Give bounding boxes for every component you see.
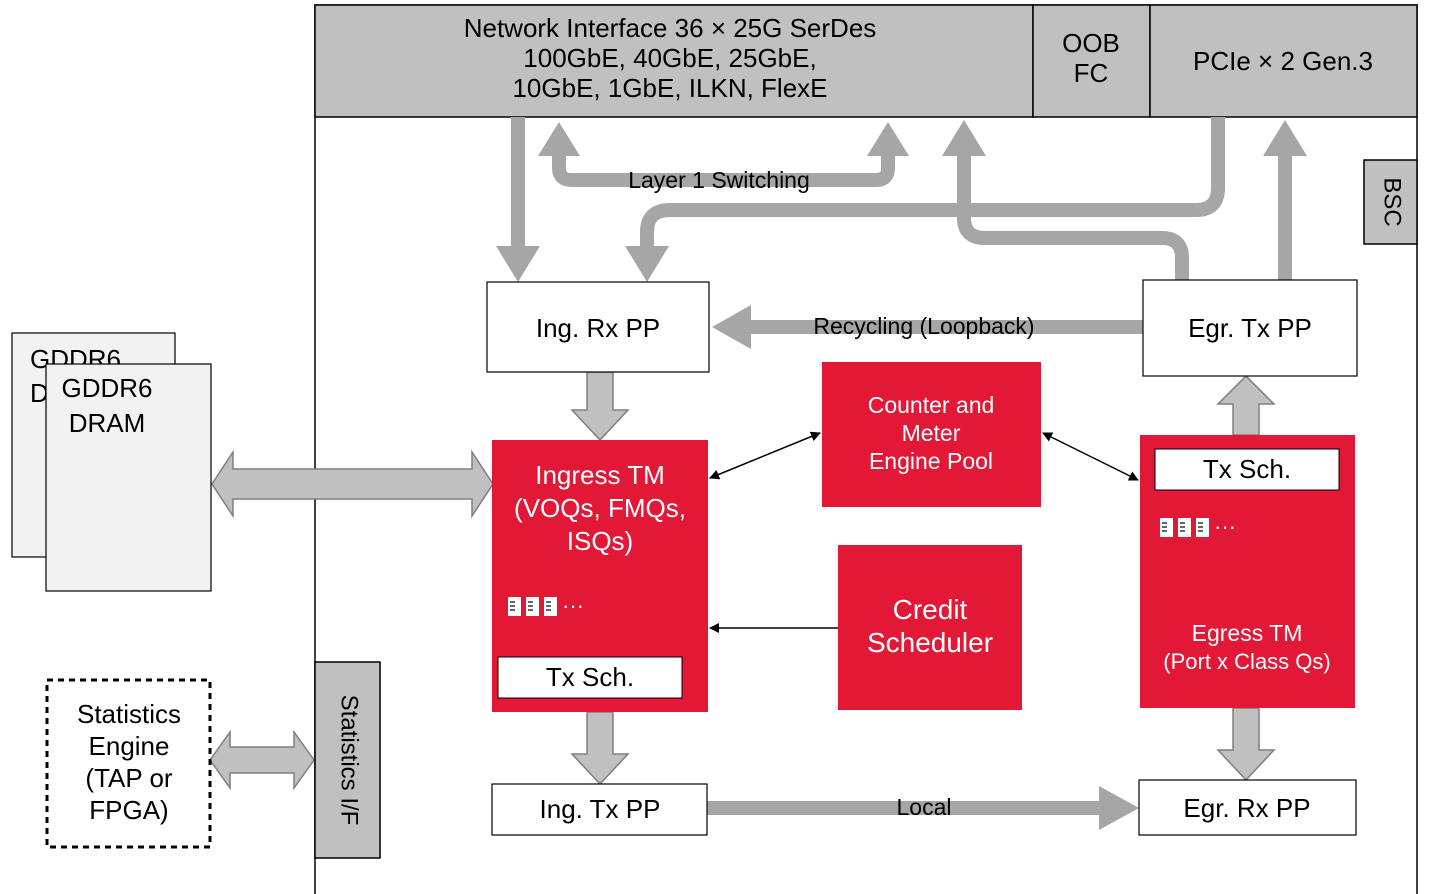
egresstm-to-egrrx-arrow — [1216, 707, 1276, 782]
egress-tx-sch-block — [1154, 448, 1340, 491]
egr-tx-pp-block — [1142, 279, 1358, 377]
pcie-to-ingrx-path — [640, 117, 1225, 250]
layer1-switching-label: Layer 1 Switching — [628, 167, 810, 193]
statistics-if-block — [314, 661, 381, 859]
pcie-label: PCIe × 2 Gen.3 — [1193, 46, 1373, 76]
layer1-right-head — [867, 122, 909, 156]
ingress-queue-ellipsis: ··· — [562, 593, 584, 618]
statistics-engine-line1: Statistics — [77, 699, 181, 729]
flow-arrowheads — [496, 120, 1307, 830]
ing-tx-pp-block — [491, 783, 708, 836]
egresstm-to-egrtx-arrow — [1216, 374, 1276, 436]
local-head — [1099, 786, 1139, 830]
credit-scheduler-line1: Credit — [893, 594, 968, 625]
ing-rx-pp-label: Ing. Rx PP — [536, 313, 660, 343]
egrtx-to-pcie-head — [1263, 120, 1307, 156]
gddr6-dram-front — [45, 363, 212, 592]
gddr6-front-line2: DRAM — [69, 408, 146, 438]
statistics-engine-line4: FPGA) — [89, 795, 168, 825]
counter-meter-line1: Counter and — [868, 392, 995, 418]
bsc-block — [1363, 159, 1418, 245]
layer1-switching-path — [552, 150, 895, 187]
ingress-tx-sch-label: Tx Sch. — [546, 662, 634, 692]
credit-scheduler-line2: Scheduler — [867, 627, 993, 658]
layer1-left-head — [538, 122, 580, 156]
ingresstm-to-ingtx-arrow — [570, 711, 630, 786]
statistics-if-label: Statistics I/F — [336, 695, 363, 826]
egrtx-to-oob-path — [957, 150, 1189, 280]
egress-tx-sch-label: Tx Sch. — [1203, 454, 1291, 484]
ingress-tm-line2: (VOQs, FMQs, — [514, 493, 686, 523]
local-label: Local — [897, 794, 952, 820]
network-interface-line2: 100GbE, 40GbE, 25GbE, — [523, 43, 816, 73]
ingress-tm-line1: Ingress TM — [535, 460, 665, 490]
statistics-engine-line2: Engine — [89, 731, 170, 761]
ingresstm-countermeter-link — [709, 431, 821, 480]
recycling-label: Recycling (Loopback) — [813, 313, 1034, 339]
egress-tm-line2: (Port x Class Qs) — [1163, 649, 1330, 674]
ingress-tm-line3: ISQs) — [567, 526, 633, 556]
network-interface-line3: 10GbE, 1GbE, ILKN, FlexE — [512, 73, 827, 103]
stats-engine-link-arrow — [209, 729, 315, 791]
egr-tx-pp-label: Egr. Tx PP — [1188, 313, 1312, 343]
egress-tm-line1: Egress TM — [1192, 620, 1303, 646]
gddr6-front-line1: GDDR6 — [61, 373, 152, 403]
statistics-engine-block — [45, 678, 212, 849]
egress-queue-icon — [1160, 518, 1209, 537]
ingress-queue-icon — [508, 597, 557, 616]
counter-meter-line2: Meter — [902, 420, 961, 446]
ingress-tx-sch-block — [497, 656, 683, 699]
network-interface-block — [314, 4, 1034, 118]
recycling-head — [712, 305, 751, 349]
block-arrows — [570, 371, 1276, 786]
network-interface-line1: Network Interface 36 × 25G SerDes — [464, 13, 877, 43]
oob-fc-line1: OOB — [1062, 28, 1120, 58]
counter-meter-block — [822, 362, 1041, 507]
flow-paths — [511, 117, 1292, 815]
egr-rx-pp-label: Egr. Rx PP — [1183, 793, 1310, 823]
ing-tx-pp-label: Ing. Tx PP — [540, 794, 661, 824]
ing-rx-pp-block — [486, 281, 710, 373]
oob-fc-line2: FC — [1074, 58, 1109, 88]
pcie-to-ingrx-head — [625, 246, 669, 282]
egr-rx-pp-block — [1138, 779, 1357, 836]
oob-fc-block — [1032, 4, 1151, 118]
egress-queue-ellipsis: ··· — [1214, 514, 1236, 539]
bsc-label: BSC — [1379, 177, 1406, 226]
egrtx-to-oob-head — [942, 120, 986, 156]
countermeter-egresstm-link — [1042, 432, 1139, 481]
ni-to-ingrx-head — [496, 246, 540, 282]
statistics-engine-line3: (TAP or — [85, 763, 173, 793]
credit-scheduler-block — [838, 545, 1022, 710]
pcie-block — [1149, 4, 1418, 118]
ingrx-to-ingresstm-arrow — [570, 371, 630, 442]
counter-meter-line3: Engine Pool — [869, 448, 993, 474]
